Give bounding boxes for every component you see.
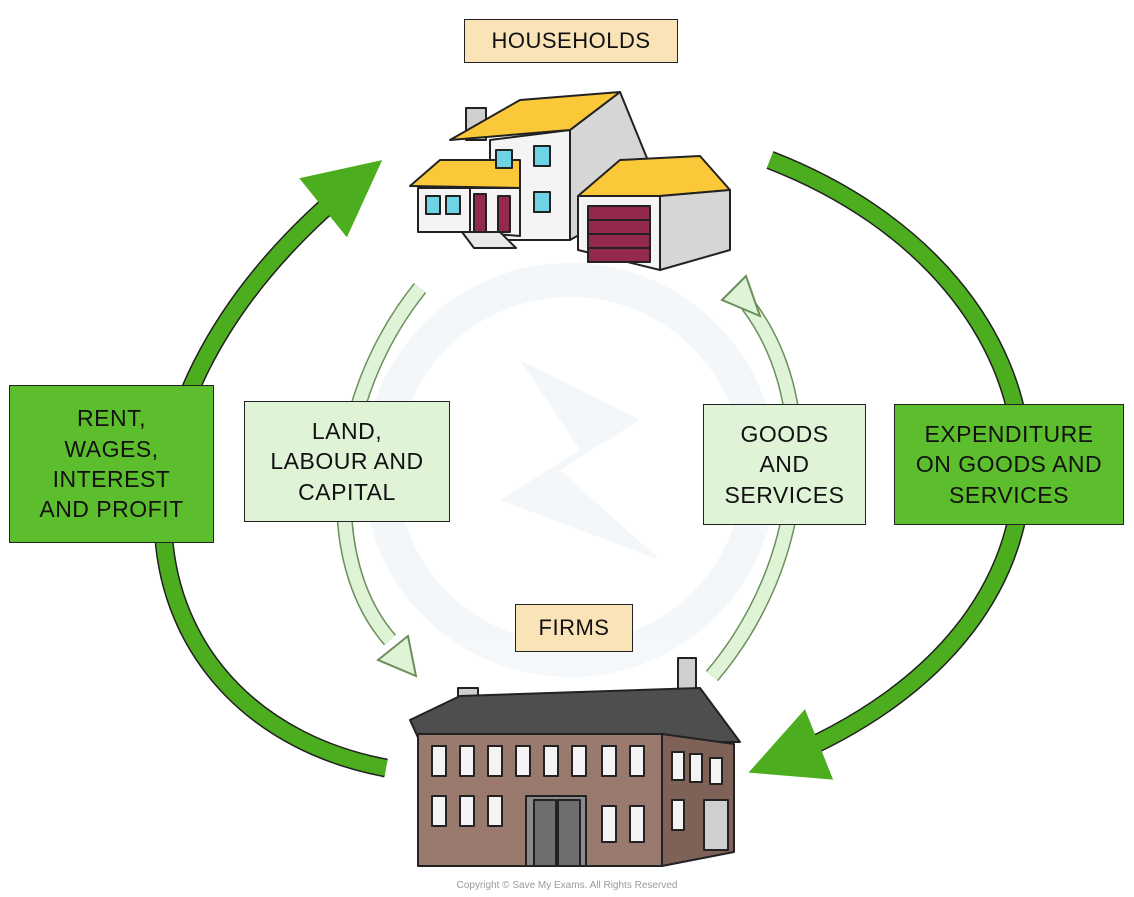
copyright-notice: Copyright © Save My Exams. All Rights Re…	[456, 880, 678, 891]
payments-to-households-label: RENT, WAGES, INTEREST AND PROFIT	[9, 385, 214, 543]
factory-icon	[409, 657, 741, 867]
households-label: HOUSEHOLDS	[464, 19, 678, 63]
house-icon	[409, 91, 731, 271]
expenditure-label: EXPENDITURE ON GOODS AND SERVICES	[894, 404, 1124, 525]
goods-and-services-label: GOODS AND SERVICES	[703, 404, 866, 525]
money-flow-to-households	[153, 160, 388, 778]
firms-label: FIRMS	[515, 604, 633, 652]
factors-of-production-label: LAND, LABOUR AND CAPITAL	[244, 401, 450, 522]
